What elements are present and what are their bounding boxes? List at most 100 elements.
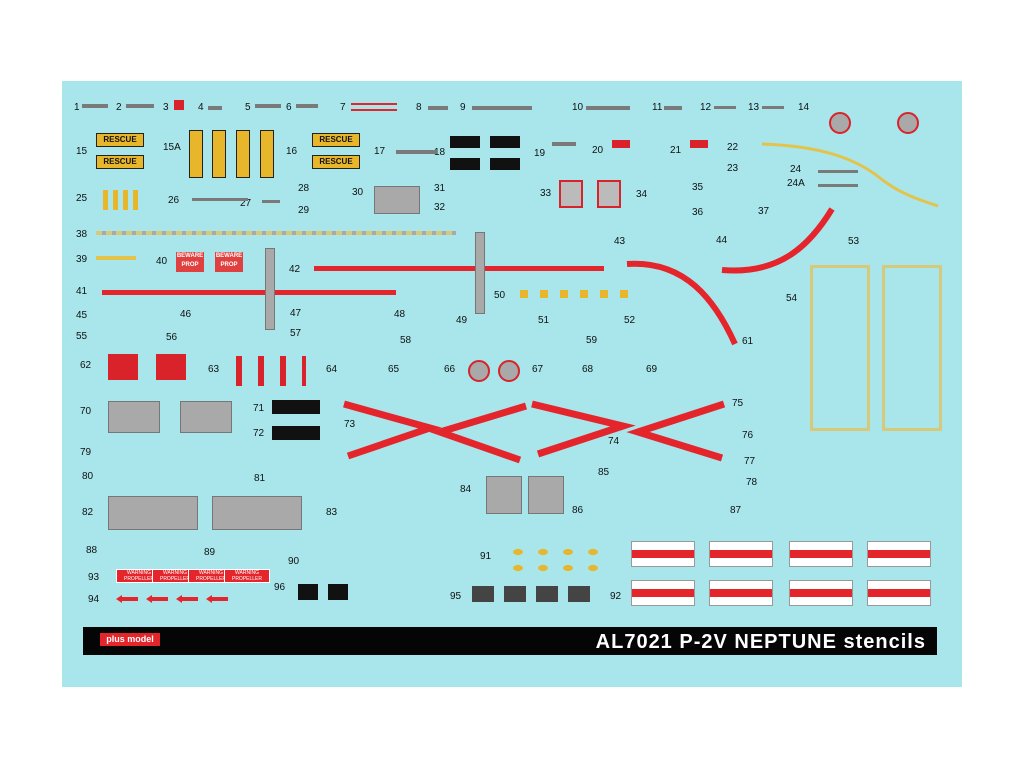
item-number-47: 47	[290, 308, 302, 319]
item-number-93: 93	[88, 572, 100, 583]
danger-bar-41	[102, 290, 396, 295]
rescue-vertical-4	[260, 130, 274, 178]
warning-box-1: WARNING PROPELLER	[116, 569, 162, 583]
flag-92h	[867, 580, 931, 606]
item-number-12: 12	[700, 102, 712, 113]
propeller-curve-43	[626, 260, 738, 346]
stencil-26	[192, 198, 248, 201]
item-number-32: 32	[434, 202, 446, 213]
item-number-27: 27	[240, 198, 252, 209]
item-number-51: 51	[538, 315, 550, 326]
item-number-49: 49	[456, 315, 468, 326]
item-number-71: 71	[253, 403, 265, 414]
item-number-21: 21	[670, 145, 682, 156]
stencil-4	[208, 106, 222, 110]
item-number-8: 8	[416, 102, 422, 113]
item-number-37: 37	[758, 206, 770, 217]
item-number-80: 80	[82, 471, 94, 482]
item-number-5: 5	[245, 102, 251, 113]
stencil-39	[96, 256, 136, 260]
beware-prop-1: BEWARE PROP	[176, 252, 204, 272]
stencil-25	[103, 190, 143, 210]
stencil-84b	[528, 476, 564, 514]
item-number-63: 63	[208, 364, 220, 375]
item-number-88: 88	[86, 545, 98, 556]
stencil-5	[255, 104, 281, 108]
stencil-70a	[108, 401, 160, 433]
item-number-73: 73	[344, 419, 356, 430]
stencil-2	[126, 104, 154, 108]
item-number-24: 24	[790, 164, 802, 175]
sheet-title: AL7021 P-2V NEPTUNE stencils	[595, 631, 926, 653]
item-number-91: 91	[480, 551, 492, 562]
stencil-17	[396, 150, 436, 154]
item-number-4: 4	[198, 102, 204, 113]
rescue-arrow-1: RESCUE	[96, 133, 144, 147]
item-number-13: 13	[748, 102, 760, 113]
item-number-31: 31	[434, 183, 446, 194]
stencil-22-line	[761, 142, 939, 208]
stencil-9	[472, 106, 532, 110]
item-number-16: 16	[286, 146, 298, 157]
stencil-10	[586, 106, 630, 110]
item-number-75: 75	[732, 398, 744, 409]
stencil-3	[174, 100, 184, 110]
stencil-6	[296, 104, 318, 108]
item-number-19: 19	[534, 148, 546, 159]
stencil-82b	[212, 496, 302, 530]
red-arrows-94	[116, 595, 228, 603]
item-number-1: 1	[74, 102, 80, 113]
item-number-79: 79	[80, 447, 92, 458]
stencil-18b	[490, 136, 520, 148]
item-number-92: 92	[610, 591, 622, 602]
stencil-95	[472, 586, 596, 602]
flag-92e	[631, 580, 695, 606]
item-number-45: 45	[76, 310, 88, 321]
item-number-90: 90	[288, 556, 300, 567]
stencil-30	[374, 186, 420, 214]
item-number-28: 28	[298, 183, 310, 194]
item-number-17: 17	[374, 146, 386, 157]
item-number-20: 20	[592, 145, 604, 156]
item-number-9: 9	[460, 102, 466, 113]
item-number-50: 50	[494, 290, 506, 301]
stencil-53a	[810, 265, 870, 431]
item-number-14: 14	[798, 102, 810, 113]
stencil-96b	[328, 584, 348, 600]
item-number-76: 76	[742, 430, 754, 441]
warning-box-2: WARNING PROPELLER	[152, 569, 198, 583]
item-number-52: 52	[624, 315, 636, 326]
stencil-12	[714, 106, 736, 109]
stencil-13	[762, 106, 784, 109]
item-number-65: 65	[388, 364, 400, 375]
stencil-27	[262, 200, 280, 203]
stencil-63	[236, 356, 306, 386]
stencil-8	[428, 106, 448, 110]
stencil-18c	[450, 158, 480, 170]
stencil-14b	[897, 112, 919, 134]
item-number-62: 62	[80, 360, 92, 371]
item-number-94: 94	[88, 594, 100, 605]
stencil-19	[552, 142, 576, 146]
stencil-11	[664, 106, 682, 110]
item-number-87: 87	[730, 505, 742, 516]
item-number-78: 78	[746, 477, 758, 488]
item-number-66: 66	[444, 364, 456, 375]
item-number-36: 36	[692, 207, 704, 218]
footer-bar	[83, 627, 937, 655]
item-number-38: 38	[76, 229, 88, 240]
stencil-18a	[450, 136, 480, 148]
stencil-1	[82, 104, 108, 108]
item-number-86: 86	[572, 505, 584, 516]
item-number-83: 83	[326, 507, 338, 518]
item-number-53: 53	[848, 236, 860, 247]
item-number-15a: 15A	[163, 142, 181, 153]
item-number-54: 54	[786, 293, 798, 304]
stencil-24	[818, 170, 858, 173]
item-number-23: 23	[727, 163, 739, 174]
item-number-11: 11	[652, 102, 663, 113]
stencil-66b	[498, 360, 520, 382]
item-number-57: 57	[290, 328, 302, 339]
item-number-70: 70	[80, 406, 92, 417]
item-number-64: 64	[326, 364, 338, 375]
